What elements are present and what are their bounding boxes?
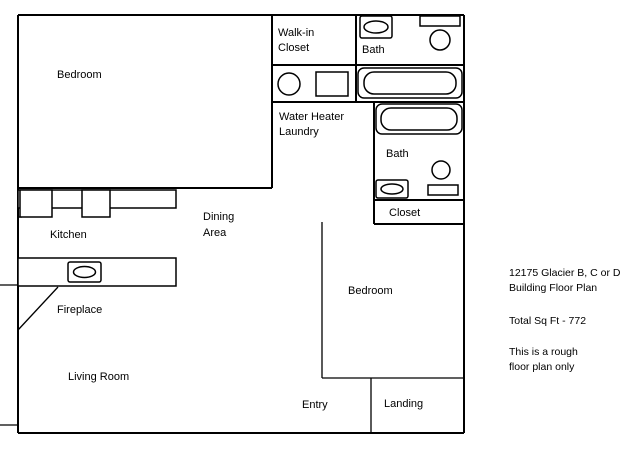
kitchen-cabinets [17, 189, 177, 287]
bath-2-fixtures [375, 103, 463, 199]
info-total-sq-ft: Total Sq Ft - 772 [509, 315, 586, 327]
info-note: This is a rough [509, 346, 578, 358]
fireplace-outline [17, 286, 59, 331]
label-living-room: Living Room [68, 371, 129, 383]
label-kitchen: Kitchen [50, 229, 87, 241]
info-floor-plan: Building Floor Plan [509, 282, 597, 294]
exterior-steps [0, 284, 18, 426]
label-bath-1: Bath [362, 44, 385, 56]
bath-1-fixtures [357, 15, 463, 99]
interior-walls [18, 15, 464, 433]
label-water-heater: Water Heater [279, 111, 344, 123]
label-bedroom-1: Bedroom [57, 69, 102, 81]
label-laundry: Laundry [279, 126, 319, 138]
laundry-fixtures [277, 71, 349, 97]
label-dining: Dining [203, 211, 234, 223]
label-entry: Entry [302, 399, 328, 411]
label-walk-in: Walk-in [278, 27, 314, 39]
label-bedroom-2: Bedroom [348, 285, 393, 297]
label-landing: Landing [384, 398, 423, 410]
label-walk-in-closet: Closet [278, 42, 309, 54]
label-closet: Closet [389, 207, 420, 219]
outer-walls [17, 14, 465, 434]
info-note-2: floor plan only [509, 361, 575, 373]
label-bath-2: Bath [386, 148, 409, 160]
plan-info: 12175 Glacier B, C or D Building Floor P… [509, 267, 621, 373]
label-fireplace: Fireplace [57, 304, 102, 316]
label-dining-area: Area [203, 227, 227, 239]
info-building: 12175 Glacier B, C or D [509, 267, 621, 279]
